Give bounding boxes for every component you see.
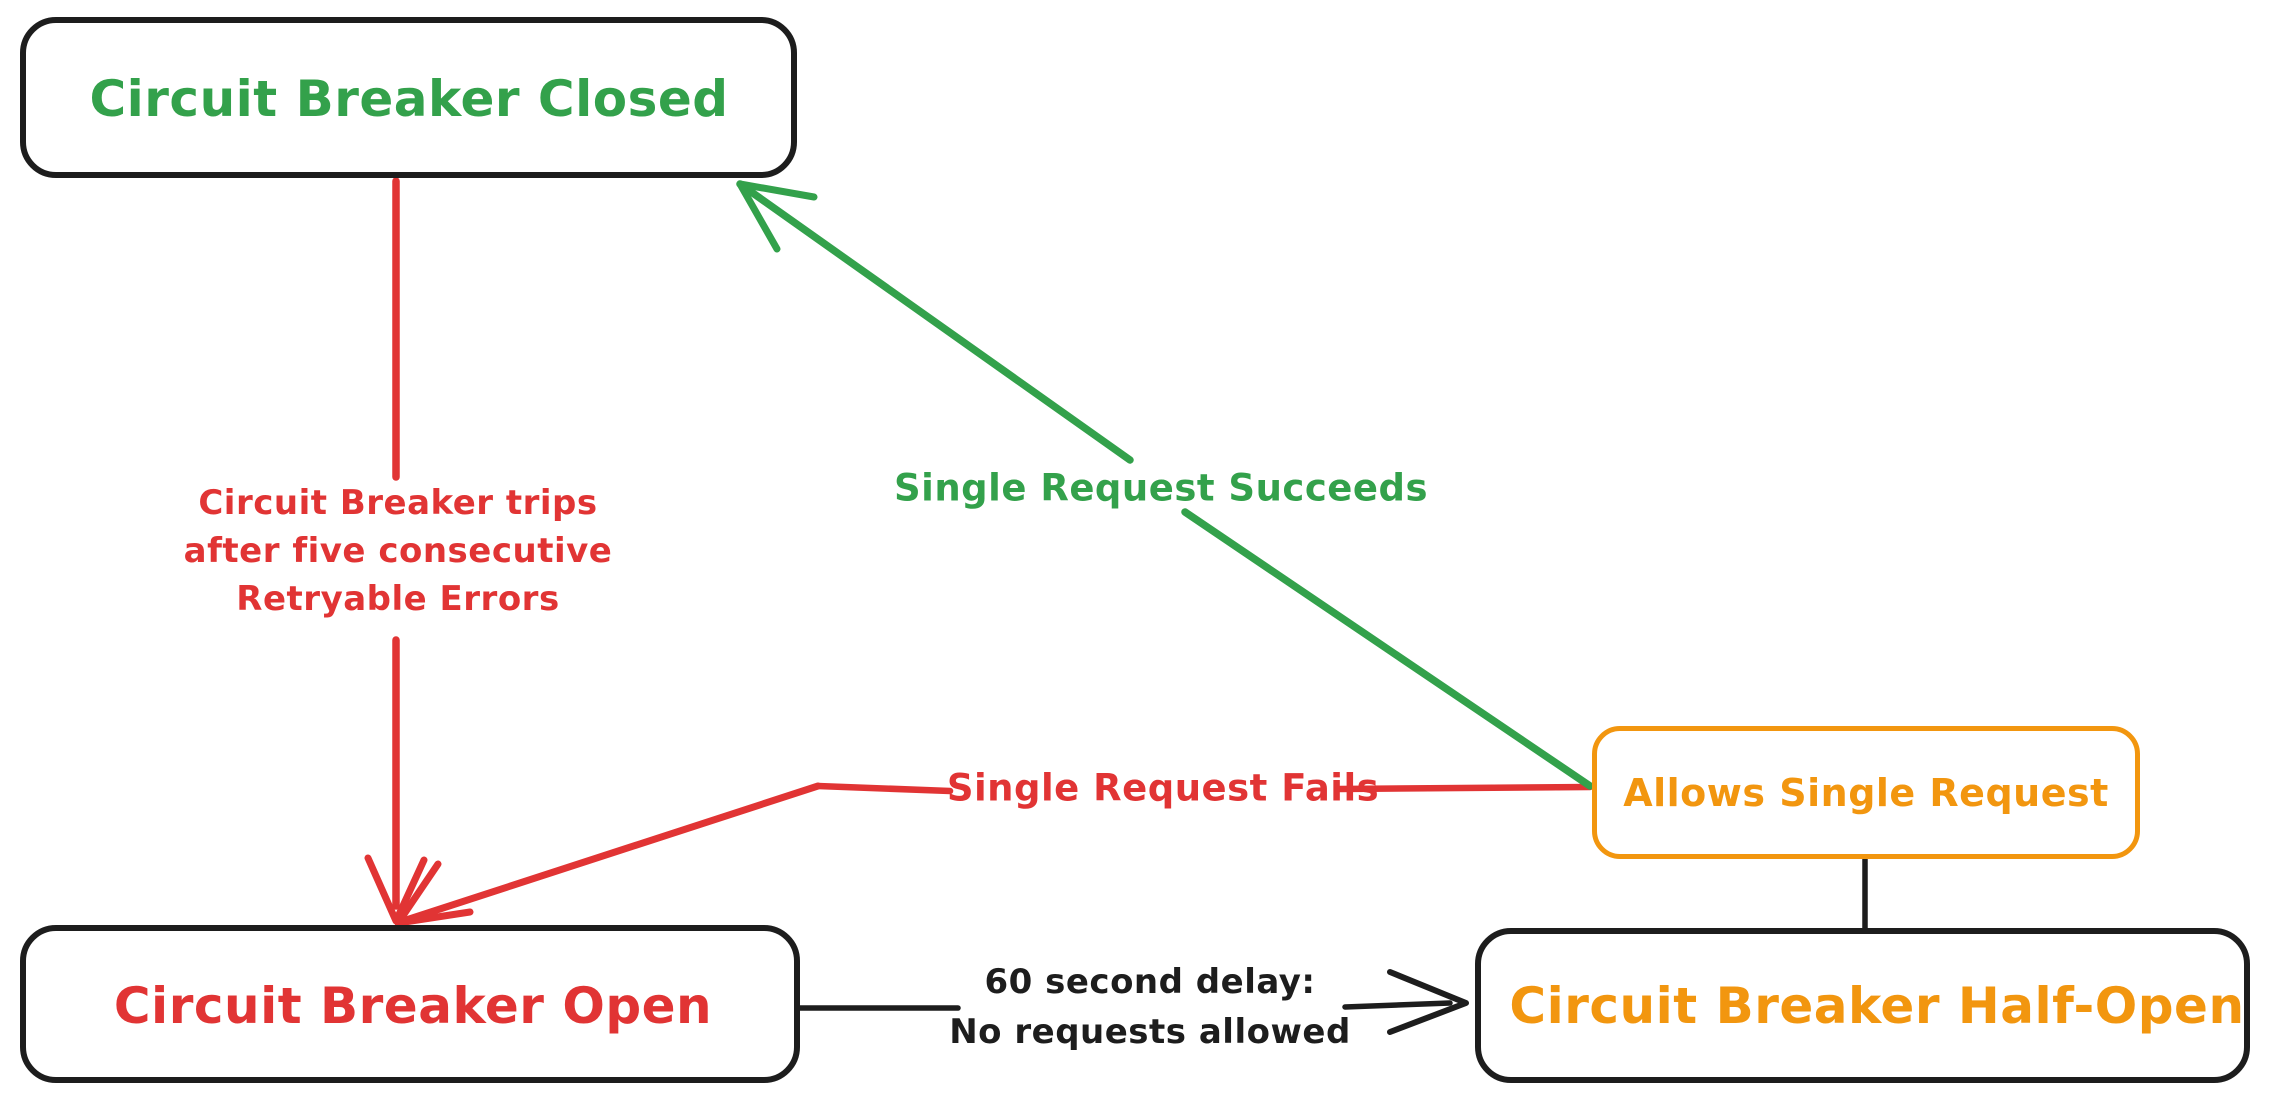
state-label-closed: Circuit Breaker Closed bbox=[89, 70, 729, 128]
edge-label-single-request-succeeds: Single Request Succeeds bbox=[894, 466, 1428, 510]
state-box-open bbox=[20, 925, 800, 1083]
state-label-open: Circuit Breaker Open bbox=[113, 977, 713, 1035]
state-box-closed bbox=[20, 17, 797, 178]
edge-fails-middle-segment bbox=[814, 782, 954, 795]
edge-label-delay-line1: 60 second delay: bbox=[984, 962, 1316, 1002]
edge-label-single-request-fails: Single Request Fails bbox=[946, 766, 1380, 810]
edge-succeeds-arrowhead bbox=[736, 180, 818, 253]
state-label-allows-single-request: Allows Single Request bbox=[1623, 771, 2109, 815]
state-box-half-open bbox=[1475, 928, 2250, 1083]
edge-label-delay-line2: No requests allowed bbox=[949, 1012, 1351, 1052]
state-box-allows-single-request bbox=[1592, 726, 2140, 859]
edge-label-trip-line3: Retryable Errors bbox=[236, 579, 560, 619]
edge-fails-arrowhead bbox=[394, 860, 474, 927]
edge-label-trip-line2: after five consecutive bbox=[183, 531, 613, 571]
edge-label-delay: 60 second delay: No requests allowed bbox=[949, 957, 1351, 1057]
edge-delay-right-segment bbox=[1342, 1000, 1453, 1010]
edge-delay-arrowhead bbox=[1387, 969, 1469, 1035]
edge-label-trip-line1: Circuit Breaker trips bbox=[198, 483, 598, 523]
edge-fails-right-segment bbox=[1336, 783, 1594, 793]
edge-label-trip: Circuit Breaker trips after five consecu… bbox=[184, 479, 613, 623]
state-label-half-open: Circuit Breaker Half-Open bbox=[1509, 977, 2245, 1035]
edge-succeeds-lower-segment bbox=[1181, 508, 1594, 790]
edge-succeeds-upper-segment bbox=[736, 180, 1134, 464]
edge-fails-diagonal-segment bbox=[396, 782, 822, 926]
